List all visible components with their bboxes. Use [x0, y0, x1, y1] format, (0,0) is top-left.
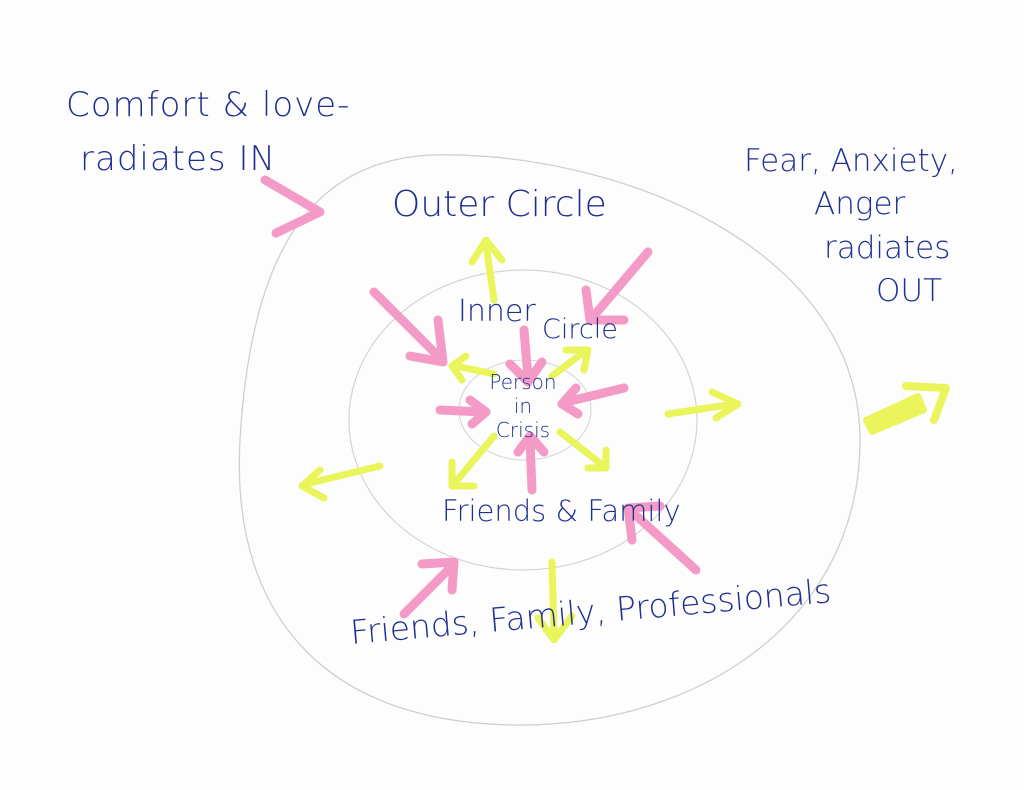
- comfort-arrows: [260, 175, 701, 619]
- comfort-arrow-upper-right-head: [581, 285, 629, 325]
- person-line-3: Crisis: [495, 418, 551, 442]
- inner-circle-line-2: Circle: [542, 313, 618, 345]
- fear-arrow-down: [548, 558, 558, 640]
- comfort-arrow-in-label: [260, 175, 325, 238]
- comfort-line-1: Comfort & love-: [66, 85, 351, 125]
- comfort-arrow-lower-right-head: [623, 501, 665, 545]
- inner-circle-line-1: Inner: [458, 294, 536, 329]
- fear-arrow-left: [302, 462, 384, 488]
- outer-ring: [238, 154, 861, 726]
- fear-arrow-inner-lower-right-head: [584, 446, 610, 472]
- fear-arrow-out-label: [863, 382, 950, 435]
- comfort-arrow-center-top: [519, 325, 533, 383]
- fear-arrow-down-head: [534, 612, 576, 644]
- fear-line-3: radiates: [824, 229, 951, 266]
- person-line-2: in: [513, 394, 533, 418]
- comfort-arrow-upper-left-head: [405, 315, 448, 367]
- fear-arrow-up: [482, 240, 498, 304]
- comfort-arrow-center-bottom: [525, 435, 537, 495]
- comfort-line-2: radiates IN: [80, 138, 276, 179]
- comfort-arrow-center-left-head: [465, 395, 491, 429]
- comfort-radiates-in-label: Comfort & love- radiates IN: [66, 85, 351, 179]
- fear-arrow-inner-lower-right: [556, 428, 608, 470]
- fear-arrows: [298, 236, 742, 644]
- fear-arrow-right-head: [708, 388, 742, 422]
- comfort-arrow-lower-left: [399, 561, 457, 619]
- comfort-arrow-lower-left-head: [417, 557, 459, 595]
- fear-line-2: Anger: [814, 186, 906, 223]
- comfort-arrow-lower-right: [625, 505, 701, 575]
- person-in-crisis-label: Person in Crisis: [488, 370, 558, 442]
- fear-arrow-inner-upper-left-head: [448, 352, 470, 384]
- fear-arrow-left-head: [298, 466, 328, 502]
- fear-arrow-inner-lower-left: [450, 432, 498, 488]
- comfort-arrow-center-right-head: [557, 383, 583, 419]
- fear-line-1: Fear, Anxiety,: [744, 143, 958, 179]
- fear-arrow-inner-upper-right-head: [562, 346, 592, 374]
- comfort-arrow-center-top-head: [505, 357, 547, 387]
- fear-arrow-inner-upper-right: [548, 348, 588, 380]
- inner-circle-label: Inner Circle: [458, 296, 618, 344]
- fear-arrow-inner-upper-left: [452, 362, 498, 378]
- fear-arrow-up-head: [468, 236, 506, 266]
- fear-arrow-inner-lower-left-head: [448, 458, 478, 490]
- comfort-arrow-center-right: [561, 383, 629, 407]
- outer-circle-label: Outer Circle: [392, 184, 607, 225]
- fear-arrow-right: [664, 400, 738, 418]
- person-line-1: Person: [489, 370, 557, 394]
- comfort-arrow-upper-right: [587, 247, 653, 323]
- inner-ring: [348, 269, 698, 571]
- comfort-arrow-center-left: [435, 405, 489, 417]
- friends-family-inner-label: Friends & Family: [442, 494, 681, 528]
- comfort-arrow-center-bottom-head: [513, 431, 549, 457]
- fear-line-4: OUT: [876, 273, 943, 310]
- comfort-arrow-upper-left: [369, 287, 445, 363]
- fear-radiates-out-label: Fear, Anxiety, Anger radiates OUT: [744, 140, 958, 314]
